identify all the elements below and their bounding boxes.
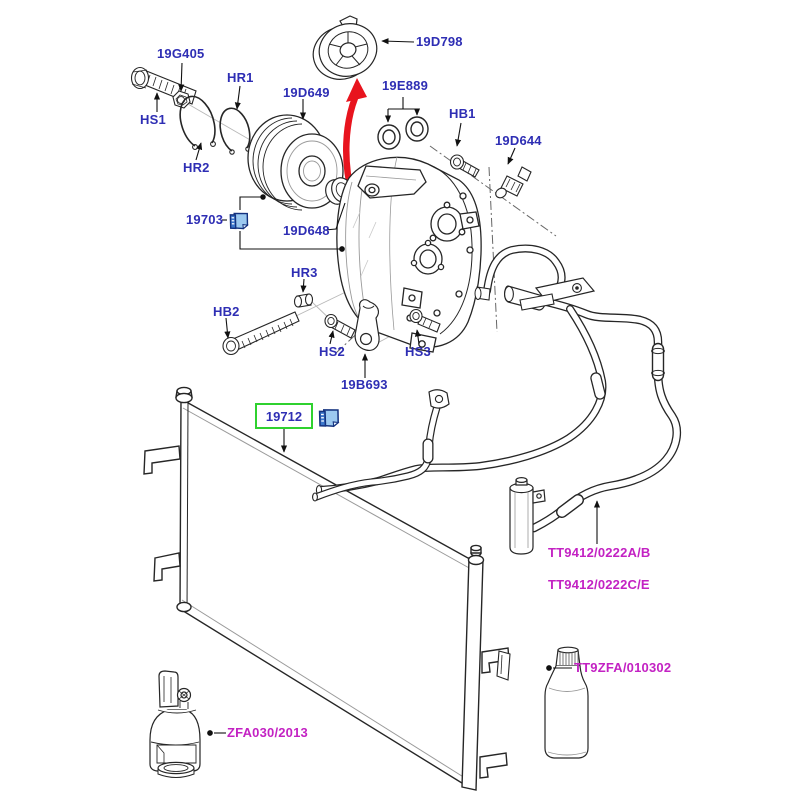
leader-lines (153, 38, 601, 736)
part-label-19b693[interactable]: 19B693 (341, 377, 388, 392)
part-label-hb1[interactable]: HB1 (449, 106, 476, 121)
condenser-19712-drawing (143, 386, 510, 791)
oil-bottle-drawing (544, 646, 589, 759)
part-label-tt9412-0222ce[interactable]: TT9412/0222C/E (548, 577, 650, 592)
part-label-hr3[interactable]: HR3 (291, 265, 318, 280)
o-rings-19e889-drawing (377, 116, 429, 150)
part-label-19g405[interactable]: 19G405 (157, 46, 205, 61)
part-label-hr1[interactable]: HR1 (227, 70, 254, 85)
bolt-hs3-drawing (409, 308, 441, 333)
pressure-switch-19d644-drawing (495, 166, 532, 199)
part-label-19d644[interactable]: 19D644 (495, 133, 542, 148)
bottle-bracket-drawing (496, 650, 511, 681)
refrigerant-tank-drawing (149, 670, 201, 778)
part-label-19703[interactable]: 19703 (186, 212, 224, 227)
part-label-hr2[interactable]: HR2 (183, 160, 210, 175)
attachment-clip-icon[interactable] (317, 407, 341, 429)
part-label-hs3[interactable]: HS3 (405, 344, 431, 359)
nut-19g405-drawing (172, 90, 191, 109)
pulley-19d649-drawing (247, 114, 344, 211)
bushing-hr3-drawing (293, 293, 314, 308)
part-label-19e889[interactable]: 19E889 (382, 78, 429, 93)
part-label-tt9412-0222ab[interactable]: TT9412/0222A/B (548, 545, 651, 560)
part-label-19712-highlighted[interactable]: 19712 (255, 403, 313, 429)
part-label-19d649[interactable]: 19D649 (283, 85, 330, 100)
part-label-19d798[interactable]: 19D798 (416, 34, 463, 49)
part-label-hb2[interactable]: HB2 (213, 304, 240, 319)
bolt-hs2-drawing (324, 313, 356, 339)
receiver-drier-drawing (509, 477, 546, 555)
part-label-zfa030-2013[interactable]: ZFA030/2013 (227, 725, 308, 740)
part-label-tt9zfa-010302[interactable]: TT9ZFA/010302 (574, 660, 672, 675)
hose-assembly-drawing (312, 244, 682, 533)
fan-damper-19d798-drawing (312, 15, 378, 80)
bolt-hb1-drawing (449, 154, 480, 178)
attachment-clip-icon[interactable] (228, 211, 250, 231)
part-label-hs2[interactable]: HS2 (319, 344, 345, 359)
part-label-19d648[interactable]: 19D648 (283, 223, 330, 238)
bracket-19b693-drawing (354, 299, 380, 351)
bolt-hb2-drawing (222, 311, 300, 356)
part-label-19712-text: 19712 (265, 408, 303, 424)
compressor-drawing (336, 156, 482, 353)
part-label-hs1[interactable]: HS1 (140, 112, 166, 127)
